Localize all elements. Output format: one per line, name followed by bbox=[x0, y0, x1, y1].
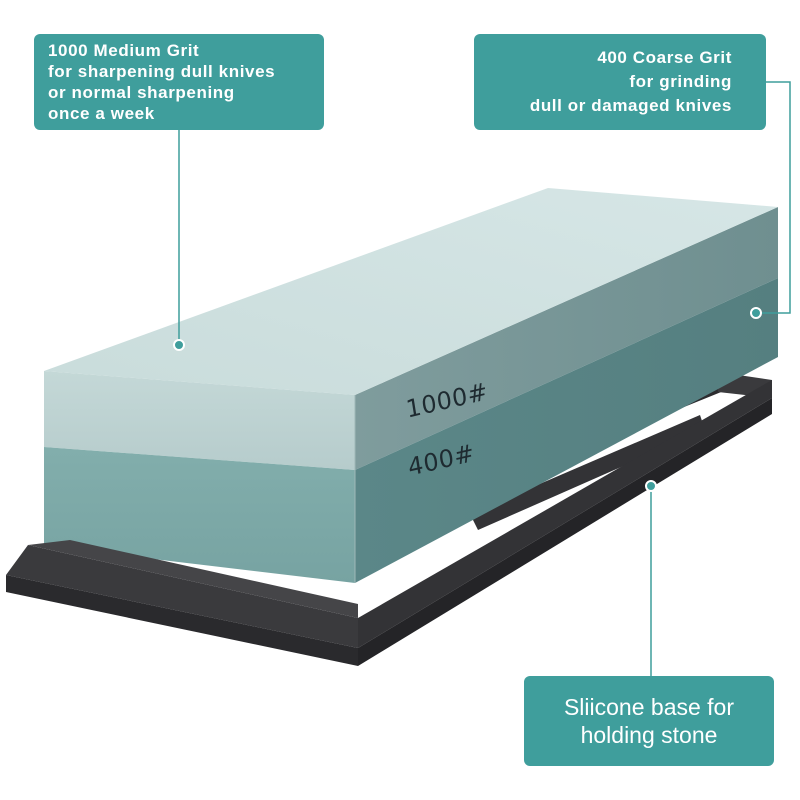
callout-line: Sliicone base for bbox=[563, 694, 735, 720]
callout-silicone-base: Sliicone base for holding stone bbox=[524, 676, 774, 766]
leader-medium bbox=[173, 130, 185, 351]
stone-top-face bbox=[44, 188, 778, 395]
marker-dot bbox=[750, 307, 762, 319]
stone-side-400 bbox=[355, 278, 778, 583]
callout-line: for grinding bbox=[629, 72, 732, 91]
callout-line: dull or damaged knives bbox=[529, 96, 732, 115]
stone-front-1000 bbox=[44, 371, 355, 470]
callout-line: for sharpening dull knives bbox=[48, 62, 276, 81]
silicone-base bbox=[6, 380, 772, 666]
callout-line: holding stone bbox=[580, 722, 718, 748]
leader-coarse bbox=[750, 81, 791, 319]
callout-line: or normal sharpening bbox=[48, 83, 235, 102]
marker-dot bbox=[645, 480, 657, 492]
callout-line: once a week bbox=[48, 104, 155, 123]
callout-coarse-grit: 400 Coarse Grit for grinding dull or dam… bbox=[474, 34, 766, 130]
callout-line: 400 Coarse Grit bbox=[597, 48, 732, 67]
marker-dot bbox=[173, 339, 185, 351]
leader-base bbox=[645, 480, 657, 676]
whetstone bbox=[44, 188, 778, 583]
callout-medium-grit: 1000 Medium Grit for sharpening dull kni… bbox=[34, 34, 324, 130]
callout-line: 1000 Medium Grit bbox=[48, 41, 200, 60]
stone-side-1000 bbox=[355, 207, 778, 470]
stone-front-400 bbox=[44, 447, 355, 583]
